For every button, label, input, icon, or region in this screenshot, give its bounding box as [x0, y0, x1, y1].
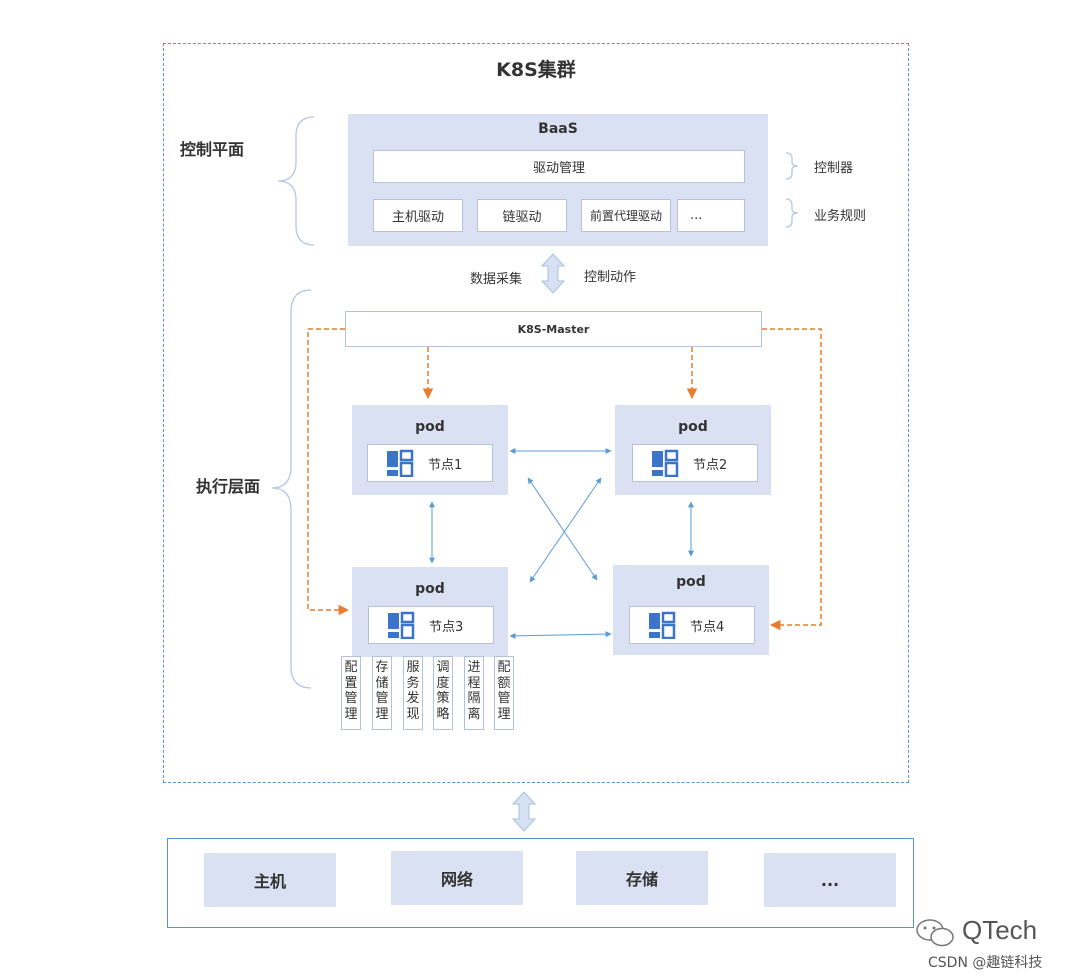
execution-plane-brace — [271, 289, 312, 689]
k8s-cluster-boundary — [163, 43, 909, 783]
grid-blocks-icon — [388, 611, 415, 639]
grid-blocks-icon — [387, 449, 414, 477]
infrastructure-box — [167, 838, 914, 928]
service-discovery: 服务发现 — [403, 656, 423, 730]
node-2-box: 节点2 — [632, 444, 758, 482]
service-scheduling-policy: 调度策略 — [433, 656, 453, 730]
service-storage-mgmt: 存储管理 — [372, 656, 392, 730]
watermark-source: CSDN @趣链科技 — [928, 955, 1043, 971]
node-3-label: 节点3 — [429, 619, 464, 635]
resource-host: 主机 — [204, 853, 336, 907]
control-action-label: 控制动作 — [584, 270, 637, 285]
control-plane-brace — [277, 116, 315, 246]
driver-management-box: 驱动管理 — [373, 150, 745, 183]
node-4-label: 节点4 — [690, 619, 725, 635]
master-to-pod3-arrow — [307, 328, 350, 616]
business-rules-annotation: 业务规则 — [814, 209, 867, 224]
controller-brace — [785, 152, 799, 180]
grid-blocks-icon — [649, 611, 676, 639]
grid-blocks-icon — [652, 449, 679, 477]
control-plane-label: 控制平面 — [180, 140, 245, 159]
driver-more: ... — [677, 199, 745, 232]
node-1-label: 节点1 — [428, 457, 463, 473]
baas-master-arrow — [540, 253, 566, 294]
watermark-brand: QTech — [962, 915, 1038, 945]
cluster-title: K8S集群 — [496, 59, 576, 81]
baas-title: BaaS — [538, 121, 578, 137]
pod-1-title: pod — [415, 419, 445, 435]
service-config-mgmt: 配置管理 — [341, 656, 361, 730]
node-4-box: 节点4 — [629, 606, 755, 644]
driver-chain: 链驱动 — [477, 199, 567, 232]
node-2-label: 节点2 — [693, 457, 728, 473]
pod-4-title: pod — [676, 574, 706, 590]
driver-proxy: 前置代理驱动 — [581, 199, 671, 232]
resource-more: ... — [764, 853, 896, 907]
resource-storage: 存储 — [576, 851, 708, 905]
wechat-icon — [916, 919, 954, 947]
data-collection-label: 数据采集 — [470, 272, 523, 287]
driver-host: 主机驱动 — [373, 199, 463, 232]
pod2-pod3-arrow — [529, 477, 602, 583]
node-3-box: 节点3 — [368, 606, 494, 644]
pod3-pod4-arrow — [509, 631, 612, 639]
cluster-infra-arrow — [511, 791, 537, 832]
business-rules-brace — [785, 198, 799, 228]
service-process-isolation: 进程隔离 — [464, 656, 484, 730]
resource-network: 网络 — [391, 851, 523, 905]
execution-plane-label: 执行层面 — [196, 477, 261, 496]
master-to-pod4-arrow — [762, 328, 822, 631]
k8s-master-box: K8S-Master — [345, 311, 762, 347]
pod-2-title: pod — [678, 419, 708, 435]
service-quota-mgmt: 配额管理 — [494, 656, 514, 730]
node-1-box: 节点1 — [367, 444, 493, 482]
controller-annotation: 控制器 — [814, 161, 854, 176]
pod-3-title: pod — [415, 581, 445, 597]
